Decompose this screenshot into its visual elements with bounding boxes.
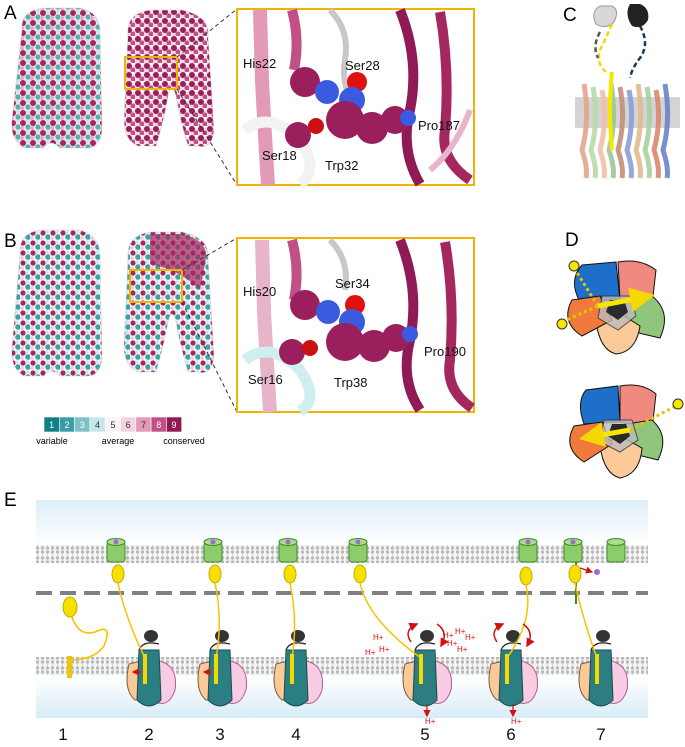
scale-grade-label: 1 [49,420,54,430]
proton-label: H+ [443,631,454,640]
tm-helix [660,83,671,179]
linker-helix [608,71,614,151]
receptor [348,538,368,563]
panel-a-zoom: His22 Ser28 Ser18 Trp32 Pro187 [236,7,475,189]
proton-label: H+ [447,639,458,648]
step-label: 1 [58,725,67,744]
residue-label-a4: Trp32 [325,158,358,173]
receptor [278,538,298,563]
outer-membrane [36,545,648,563]
panel-a-label: A [4,3,17,24]
panel-d-diagram-bottom [569,384,684,479]
proton-label: H+ [511,717,522,726]
panel-a-surface-cut [123,9,215,147]
channel-complex [488,584,539,718]
step-label: 7 [596,725,605,744]
panel-b-highlight-box [129,269,183,303]
tm-helix [579,83,590,179]
scale-legend-mid: average [102,436,135,446]
channel-complex [117,582,177,707]
scale-grade-label: 8 [156,420,161,430]
channel-complex [574,582,629,707]
panel-b-surface-full [11,229,103,377]
proton-label: H+ [455,627,466,636]
tm-helix [651,89,662,179]
residue-label-b2: Ser34 [335,276,370,291]
scale-grade-label: 2 [64,420,69,430]
tm-anchor [67,656,72,678]
ligand-domain [519,566,533,586]
ligand-domain [568,564,582,584]
scale-legend-high: conserved [163,436,205,446]
scale-grade-label: 4 [95,420,100,430]
tm-helix [588,86,599,179]
channel-complex [359,582,453,718]
proton-label: H+ [425,717,436,726]
receptor [563,538,583,563]
residue-label-b3: Ser16 [248,372,283,387]
scale-grade-label: 3 [80,420,85,430]
ligand-domain [353,564,367,584]
residue-label-a1: His22 [243,56,276,71]
step-label: 2 [144,725,153,744]
proton-label: H+ [465,633,476,642]
step-label: 5 [420,725,429,744]
panel-c-structure [575,4,680,179]
panel-a-surface-full [11,7,103,149]
receptor [106,538,126,563]
scale-grade-label: 9 [172,420,177,430]
scale-swatch [166,416,182,433]
residue-label-b5: Pro190 [424,344,466,359]
scale-grade-label: 6 [126,420,131,430]
scale-legend-low: variable [36,436,68,446]
ligand-domain [283,564,297,584]
receptor [518,538,538,563]
panel-c-label: C [563,5,577,26]
panel-a-highlight-box [124,56,178,90]
receptor [203,538,223,563]
tm-helix [597,89,608,179]
tm-helix [606,83,617,179]
step-label: 4 [291,725,300,744]
tm-helix [624,89,635,179]
linker [69,616,108,661]
proton-label: H+ [457,645,468,654]
residue-label-b1: His20 [243,284,276,299]
proton-label: H+ [365,648,376,657]
tm-helix [615,86,626,179]
panel-e-label: E [4,490,17,511]
panel-d-label: D [565,230,579,251]
scale-grade-label: 5 [110,420,115,430]
channel-complex [197,582,248,707]
panel-b-zoom: His20 Ser34 Ser16 Trp38 Pro190 [236,237,475,416]
residue-label-a2: Ser28 [345,58,380,73]
scale-grade-label: 7 [141,420,146,430]
proton-label: H+ [373,633,384,642]
ligand-domain [208,564,222,584]
proton-label: H+ [379,645,390,654]
residue-label-a3: Ser18 [262,148,297,163]
ligand-domain [62,596,78,618]
residue-label-b4: Trp38 [334,375,367,390]
residue-label-a5: Pro187 [418,118,460,133]
step-label: 3 [215,725,224,744]
tm-helix [642,86,653,179]
tm-helix [633,83,644,179]
step-label: 6 [506,725,515,744]
panel-d-diagram-top [556,260,665,355]
channel-complex [273,582,324,707]
panel-b-label: B [4,231,17,252]
ligand-domain [111,564,125,584]
